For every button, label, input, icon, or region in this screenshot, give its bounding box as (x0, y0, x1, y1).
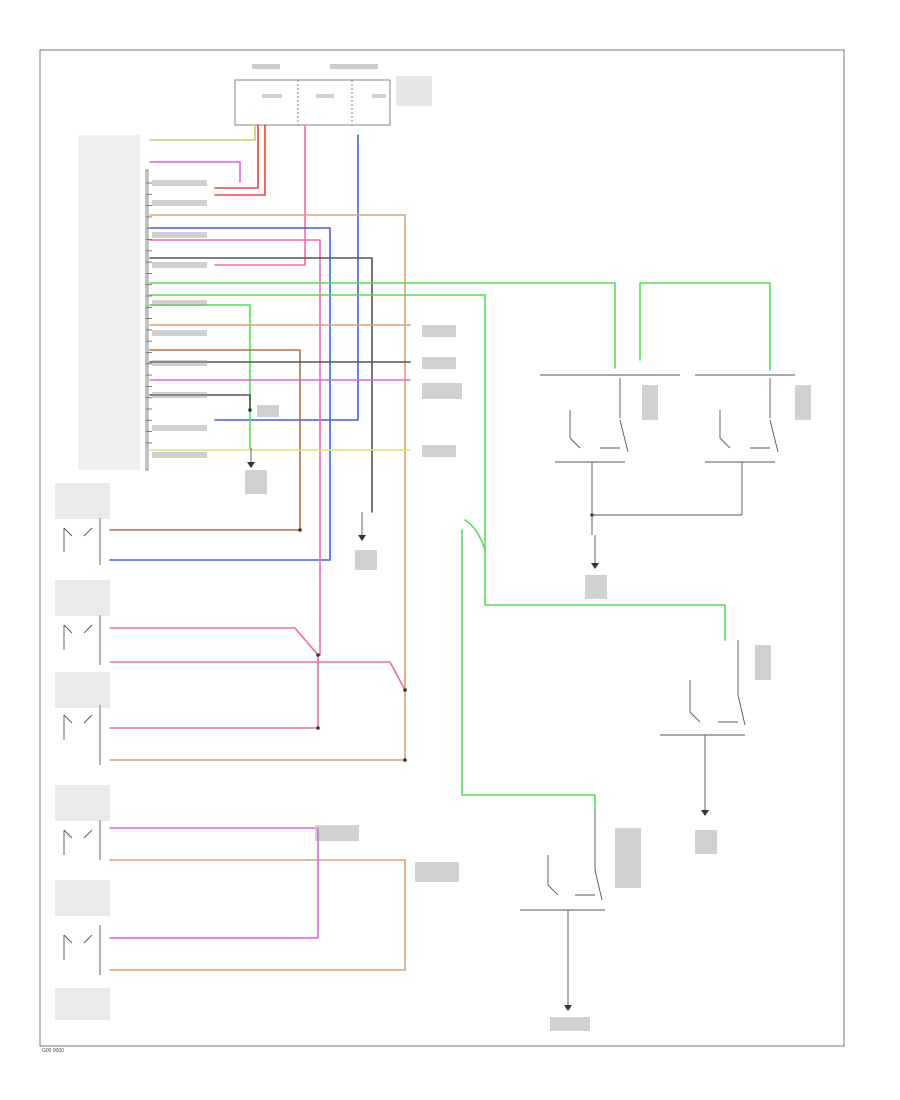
junction-module-box (78, 135, 149, 471)
wire-orange-1 (109, 214, 406, 761)
wire-red-fuse-2 (214, 124, 259, 189)
actuator-liftgate (55, 880, 110, 1020)
ground-symbol-liftgate-switch (564, 985, 572, 1011)
splice-dot (403, 758, 407, 762)
splice-dot (298, 528, 302, 532)
footer-code: G00 0000 (42, 1048, 64, 1054)
illegible-label-group (152, 180, 811, 1031)
splice-dot (316, 653, 320, 657)
wire-magenta-top (149, 161, 241, 183)
switch-right-rear (660, 640, 746, 790)
splice-dot (248, 408, 252, 412)
wire-pink-3 (109, 627, 319, 656)
ground-symbol-junction (247, 448, 255, 468)
wire-dark-1 (149, 257, 373, 513)
wire-blue-1 (109, 227, 331, 561)
wire-pink-fuse (214, 124, 306, 266)
wire-green-1 (149, 282, 616, 369)
switch-right-front (592, 374, 795, 516)
wire-group (109, 124, 771, 971)
splice-dot (403, 688, 407, 692)
actuator-rr-door (55, 785, 110, 860)
wire-dark-3 (149, 394, 251, 411)
ground-symbol-center (358, 512, 366, 541)
splice-dot (316, 726, 320, 730)
diagram-frame (39, 49, 845, 1047)
wire-yellow-green-top (149, 124, 256, 141)
wire-orange-4 (109, 859, 406, 971)
wire-brown-1 (109, 349, 301, 531)
switch-liftgate (520, 810, 605, 985)
fuse-box (234, 64, 432, 126)
wire-red-fuse (214, 124, 266, 196)
wire-green-2 (149, 294, 726, 641)
actuator-rf-door (55, 580, 110, 665)
wire-pink-4 (109, 661, 406, 691)
wire-blue-fuse (214, 134, 359, 421)
ground-symbol-left-rear-switch (591, 535, 599, 569)
wire-green-5 (461, 519, 596, 811)
wire-pink-2 (149, 239, 321, 656)
actuator-lr-door (55, 672, 110, 765)
actuator-driver-door (55, 483, 110, 565)
wire-magenta-4 (109, 827, 319, 939)
ground-symbol-group (247, 448, 709, 1011)
ground-symbol-right-rear-switch (701, 790, 709, 816)
wire-green-3 (639, 282, 771, 371)
wire-pink-5 (109, 654, 319, 729)
switch-left-front (540, 374, 680, 535)
